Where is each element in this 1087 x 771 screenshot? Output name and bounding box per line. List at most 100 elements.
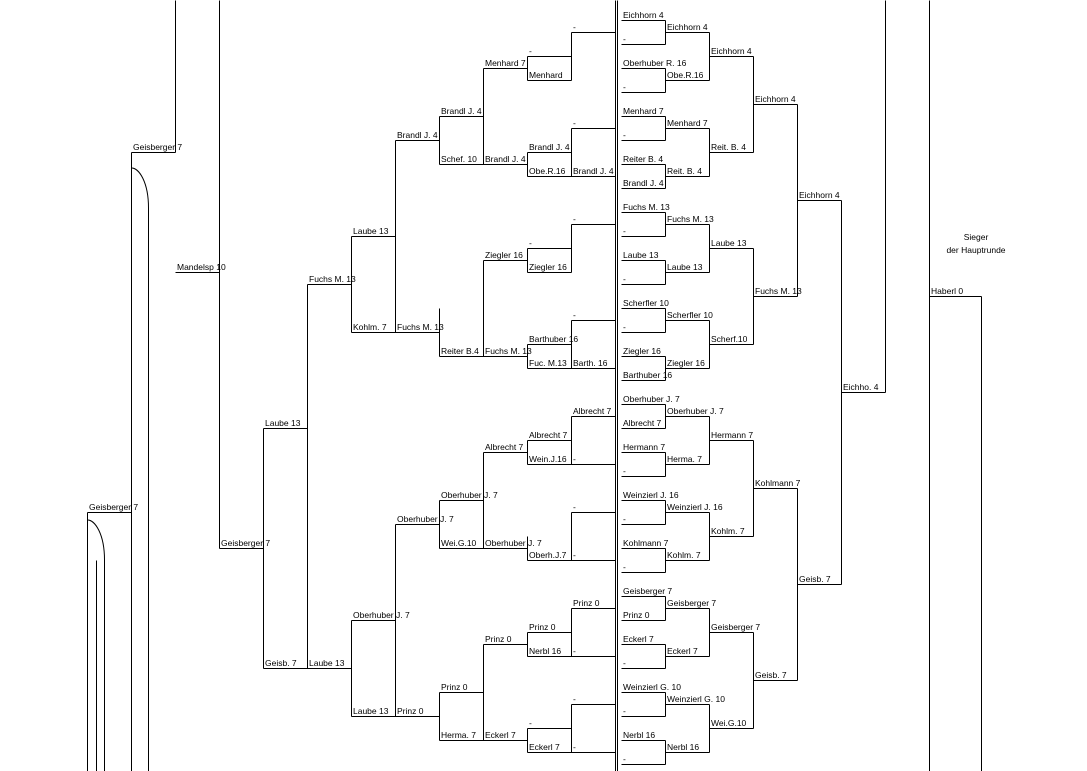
player-slot: Geisb. 7 (265, 658, 297, 668)
player-slot: Laube 13 (623, 250, 659, 260)
player-slot: Nerbl 16 (529, 646, 561, 656)
bracket-labels: Eichhorn 4 - Eichhorn 4 - Eichhorn 4 Menhard … (89, 10, 963, 764)
player-slot: Eichho. 4 (843, 382, 879, 392)
player-slot: - (623, 562, 626, 572)
player-slot: Brandl J. 4 (529, 142, 570, 152)
player-slot: Brandl J. 4 (485, 154, 526, 164)
player-slot: Reit. B. 4 (711, 142, 746, 152)
player-slot: Laube 13 (353, 706, 389, 716)
player-slot: Eichhorn 4 (799, 190, 840, 200)
player-slot: - (573, 310, 576, 320)
player-slot: Kohlm. 7 (711, 526, 745, 536)
player-slot: Weinzierl G. 10 (667, 694, 725, 704)
player-slot: Brandl J. 4 (623, 178, 664, 188)
player-slot: - (623, 706, 626, 716)
player-slot: Hermann 7 (623, 442, 665, 452)
player-slot: Weinzierl J. 16 (667, 502, 723, 512)
player-slot: Eichhorn 4 (755, 94, 796, 104)
player-slot: Laube 13 (667, 262, 703, 272)
player-slot: Laube 13 (711, 238, 747, 248)
player-slot: Ziegler 16 (529, 262, 567, 272)
player-slot: - (529, 718, 532, 728)
player-slot: Albrecht 7 (485, 442, 524, 452)
player-slot: - (623, 466, 626, 476)
player-slot: - (623, 130, 626, 140)
player-slot: Barthuber 16 (529, 334, 578, 344)
main-round-winner-caption: Sieger der Hauptrunde (916, 231, 1036, 257)
player-slot: - (623, 754, 626, 764)
player-slot: Weinzierl G. 10 (623, 682, 681, 692)
player-slot: Weinzierl J. 16 (623, 490, 679, 500)
player-slot: Haberl 0 (931, 286, 963, 296)
player-slot: Eckerl 7 (667, 646, 698, 656)
player-slot: Mandelsp 10 (177, 262, 226, 272)
player-slot: Prinz 0 (485, 634, 512, 644)
player-slot: Geisberger 7 (711, 622, 760, 632)
player-slot: - (623, 34, 626, 44)
player-slot: Menhard 7 (667, 118, 708, 128)
player-slot: Prinz 0 (573, 598, 600, 608)
player-slot: Scherf.10 (711, 334, 748, 344)
player-slot: - (573, 22, 576, 32)
player-slot: Barthuber 16 (623, 370, 672, 380)
caption-line-2: der Hauptrunde (946, 245, 1006, 255)
player-slot: Fuc. M.13 (529, 358, 567, 368)
player-slot: Kohlmann 7 (755, 478, 801, 488)
player-slot: Albrecht 7 (529, 430, 568, 440)
player-slot: Menhard 7 (623, 106, 664, 116)
bracket-lines (87, 0, 982, 771)
player-slot: Reiter B. 4 (623, 154, 663, 164)
player-slot: Fuchs M. 13 (309, 274, 356, 284)
player-slot: Nerbl 16 (667, 742, 699, 752)
player-slot: - (573, 214, 576, 224)
player-slot: Geisberger 7 (667, 598, 716, 608)
player-slot: - (573, 550, 576, 560)
player-slot: Fuchs M. 13 (397, 322, 444, 332)
player-slot: Laube 13 (309, 658, 345, 668)
player-slot: - (529, 238, 532, 248)
player-slot: - (573, 646, 576, 656)
player-slot: Kohlm. 7 (667, 550, 701, 560)
player-slot: Oberhuber J. 7 (485, 538, 542, 548)
player-slot: Herma. 7 (441, 730, 476, 740)
caption-line-1: Sieger (963, 232, 989, 242)
bracket-curve (131, 167, 149, 771)
player-slot: Albrecht 7 (573, 406, 612, 416)
player-slot: Albrecht 7 (623, 418, 662, 428)
player-slot: Kohlmann 7 (623, 538, 669, 548)
player-slot: Eichhorn 4 (623, 10, 664, 20)
player-slot: Laube 13 (265, 418, 301, 428)
player-slot: Eckerl 7 (485, 730, 516, 740)
player-slot: Wei.G.10 (711, 718, 747, 728)
player-slot: Barth. 16 (573, 358, 608, 368)
player-slot: Geisberger 7 (133, 142, 182, 152)
player-slot: - (623, 322, 626, 332)
player-slot: Reiter B.4 (441, 346, 479, 356)
player-slot: - (623, 274, 626, 284)
player-slot: Fuchs M. 13 (485, 346, 532, 356)
player-slot: Eckerl 7 (623, 634, 654, 644)
player-slot: Eichhorn 4 (667, 22, 708, 32)
player-slot: Hermann 7 (711, 430, 753, 440)
player-slot: - (623, 226, 626, 236)
player-slot: Brandl J. 4 (573, 166, 614, 176)
player-slot: Scherfler 10 (667, 310, 713, 320)
player-slot: Prinz 0 (441, 682, 468, 692)
player-slot: Eckerl 7 (529, 742, 560, 752)
player-slot: Geisberger 7 (221, 538, 270, 548)
player-slot: Oberhuber J. 7 (397, 514, 454, 524)
player-slot: Prinz 0 (397, 706, 424, 716)
player-slot: Scherfler 10 (623, 298, 669, 308)
player-slot: - (573, 694, 576, 704)
player-slot: Oberhuber J. 7 (353, 610, 410, 620)
player-slot: - (573, 454, 576, 464)
player-slot: Menhard (529, 70, 563, 80)
player-slot: Geisb. 7 (755, 670, 787, 680)
player-slot: Geisberger 7 (89, 502, 138, 512)
player-slot: Ziegler 16 (485, 250, 523, 260)
player-slot: Prinz 0 (623, 610, 650, 620)
player-slot: Herma. 7 (667, 454, 702, 464)
player-slot: Oberhuber J. 7 (667, 406, 724, 416)
player-slot: Kohlm. 7 (353, 322, 387, 332)
